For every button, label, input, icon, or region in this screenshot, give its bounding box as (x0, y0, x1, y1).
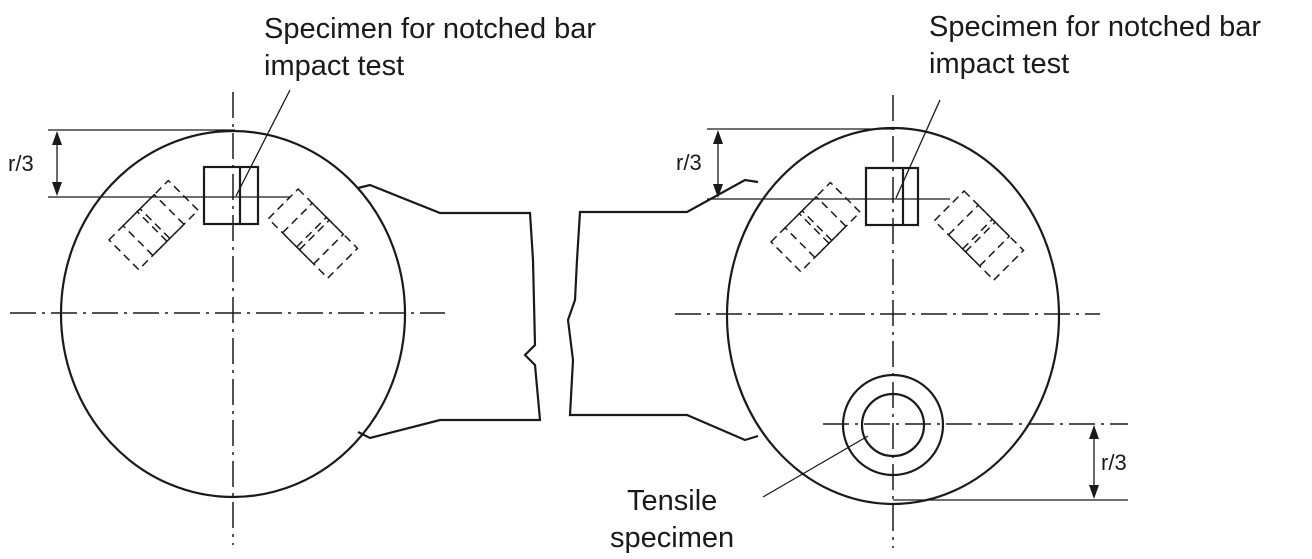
tensile-label-line1: Tensile (627, 485, 717, 517)
left-impact-label-line1: Specimen for notched bar (264, 13, 596, 45)
right-impact-leader (895, 99, 941, 199)
right-dim-bottom-label: r/3 (1101, 450, 1127, 475)
right-dim-top-label: r/3 (676, 150, 702, 175)
tensile-specimen-outer (841, 373, 945, 477)
tensile-specimen-inner (860, 392, 926, 458)
left-impact-leader (235, 89, 291, 197)
tensile-leader (762, 435, 869, 498)
left-dim-arrow-up (52, 131, 62, 145)
right-impact-label-line1: Specimen for notched bar (929, 11, 1261, 43)
left-dim-label: r/3 (8, 151, 34, 176)
right-dim-bottom-arrow-down (1089, 485, 1099, 499)
right-impact-label-line2: impact test (929, 48, 1069, 80)
right-dim-bottom-arrow-up (1089, 425, 1099, 439)
tensile-label-line2: specimen (610, 522, 734, 554)
right-view: r/3 r/3 Specimen for notched bar imp (566, 11, 1261, 554)
left-impact-label-line2: impact test (264, 50, 404, 82)
right-dim-top-arrow-up (713, 130, 723, 144)
left-dim-arrow-down (52, 182, 62, 196)
left-shaft-outline (357, 183, 542, 440)
right-alt-specimens-west (769, 181, 862, 273)
right-dim-top-arrow-down (713, 184, 723, 198)
right-shaft-outline (566, 178, 759, 442)
left-circle (59, 129, 407, 499)
left-alt-specimens-west (107, 179, 200, 271)
right-alt-specimens-east (933, 189, 1025, 282)
right-impact-specimen (864, 166, 920, 227)
left-alt-specimens-east (267, 187, 359, 280)
left-view: r/3 Specimen for notched bar impact test (8, 13, 596, 545)
left-impact-specimen (202, 165, 260, 226)
